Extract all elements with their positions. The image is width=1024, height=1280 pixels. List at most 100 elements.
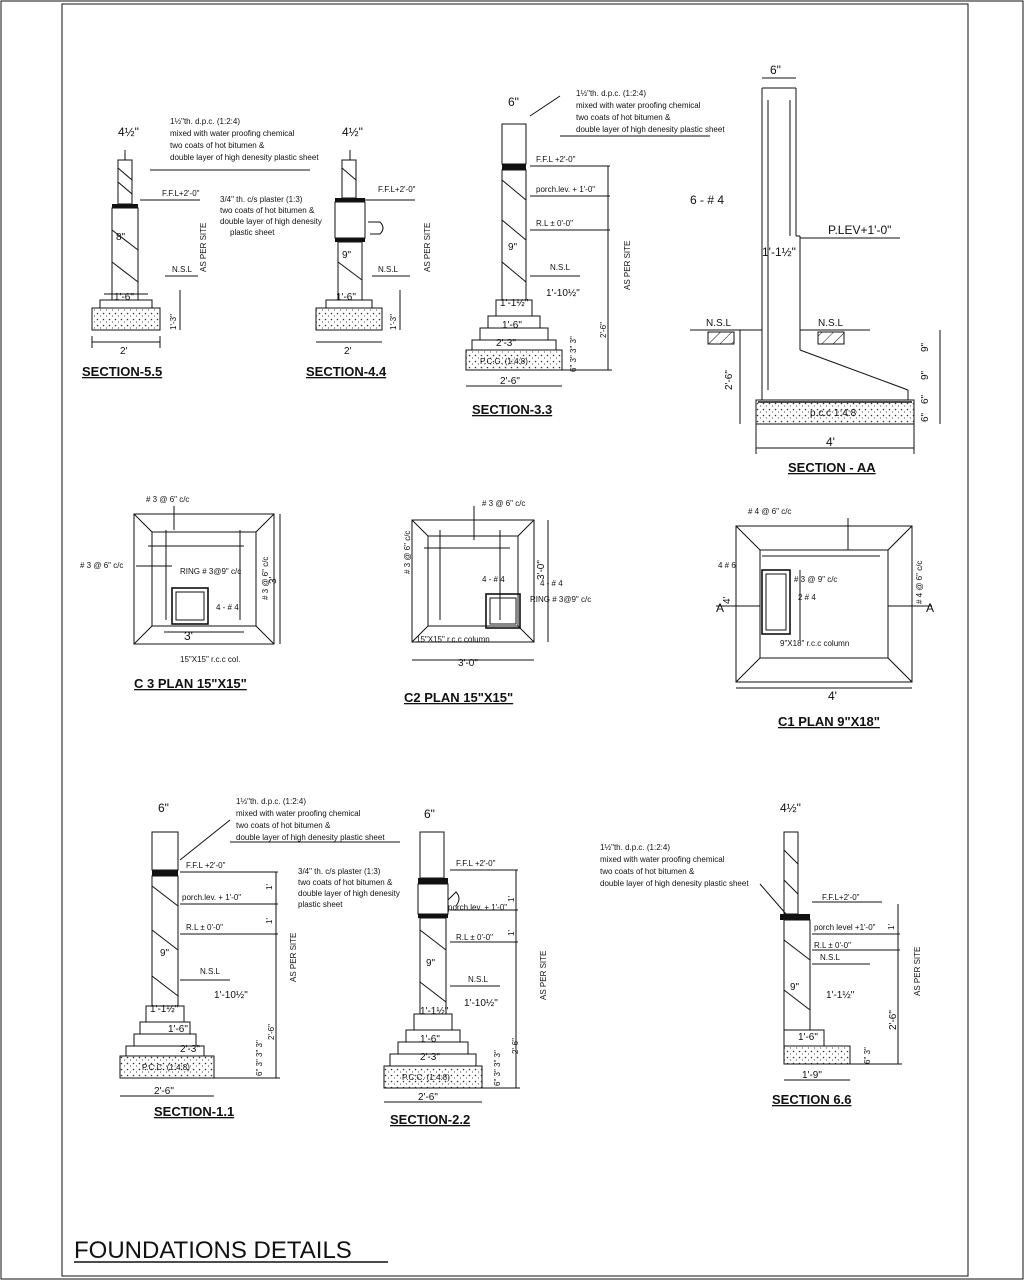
dim-1-b2: 1': [265, 918, 274, 924]
dim-2-6-b: 2'-6": [154, 1086, 174, 1097]
dpc-note-f-2: mixed with water proofing chemical: [600, 855, 725, 864]
c3-bar-left: # 3 @ 6" c/c: [80, 561, 123, 570]
dim-9-c: 9": [160, 948, 170, 959]
dim-1-6-b: 1'-6": [336, 292, 356, 303]
plaster-note-3: double layer of high denesity: [220, 217, 322, 226]
as-per-site-a: AS PER SITE: [199, 223, 208, 272]
bar-6-4: 6 - # 4: [690, 193, 724, 207]
plan-c1: # 4 @ 6" c/c # 4 @ 6" c/c 4 # 6 # 3 @ 9"…: [716, 507, 934, 729]
section-5-5: 4½" F.F.L+2'-0" 8" N.S.L 1'-6" 2' 1'-3" …: [82, 125, 310, 379]
dpc-note-f-4: double layer of high denesity plastic sh…: [600, 879, 749, 888]
section-4-4: 4½" F.F.L+2'-0" 9" N.S.L 1'-6" 2' 1'-3" …: [220, 125, 432, 379]
porch-label-b: porch.lev. + 1'-0": [182, 893, 241, 902]
porch-label-c: porch.lev. + 1'-0": [448, 903, 507, 912]
dim-9-e: 9": [790, 982, 800, 993]
dim-6-aa2: 6": [920, 412, 931, 422]
c1-bar3-9: # 3 @ 9" c/c: [794, 575, 837, 584]
rl-label-d: R.L ± 0'-0": [814, 941, 851, 950]
dim-6-aa: 6": [770, 63, 781, 77]
dpc-note-f-1: 1½"th. d.p.c. (1:2:4): [600, 843, 670, 852]
dim-1-1h-aa: 1'-1½": [762, 245, 796, 259]
dpc-note-c-3: two coats of hot bitumen &: [576, 113, 671, 122]
dim-1-6-c: 1'-6": [502, 320, 522, 331]
nsl-label-d: N.S.L: [200, 967, 221, 976]
dim-1-9: 1'-9": [802, 1070, 822, 1081]
c3-ring: RING # 3@9" c/c: [180, 567, 241, 576]
nsl-label-e: N.S.L: [468, 975, 489, 984]
plaster-note-e-2: two coats of hot bitumen &: [298, 878, 393, 887]
c1-dim-4: 4': [828, 689, 837, 703]
dim-1-1h-a: 1'-1½": [500, 298, 529, 309]
nsl-label-b: N.S.L: [378, 265, 399, 274]
section-4-4-title: SECTION-4.4: [306, 364, 387, 379]
dim-6333-b: 6" 3" 3" 3": [255, 1040, 264, 1076]
c3-bar-right: # 3 @ 6" c/c: [261, 557, 270, 600]
dim-1-f: 1': [887, 924, 896, 930]
dim-1-1h-b: 1'-1½": [150, 1004, 179, 1015]
dim-2-6-v-a: 2'-6": [599, 322, 608, 338]
dim-2-6-v-f: 2'-6": [888, 1010, 899, 1030]
c3-dim-3-v: 3': [268, 576, 279, 584]
pcc-label-c: P.C.C. (1:4:8): [402, 1073, 450, 1082]
c1-bar-top: # 4 @ 6" c/c: [748, 507, 791, 516]
porch-level-label: porch level +1'-0": [814, 923, 876, 932]
dim-633-f: 6" 3": [863, 1047, 872, 1064]
dpc-note-line-1: 1½"th. d.p.c. (1:2:4): [170, 117, 240, 126]
rl-label-a: R.L ± 0'-0": [536, 219, 573, 228]
dim-9-d: 9": [426, 958, 436, 969]
c1-dim-4-v: 4': [722, 596, 733, 604]
porch-label-a: porch.lev. + 1'-0": [536, 185, 595, 194]
dpc-note-line-2: mixed with water proofing chemical: [170, 129, 295, 138]
dpc-note-d-1: 1½"th. d.p.c. (1:2:4): [236, 797, 306, 806]
c3-four4: 4 - # 4: [216, 603, 239, 612]
section-6-6: 4½" F.F.L+2'-0" porch level +1'-0" R.L ±…: [600, 801, 922, 1107]
dpc-note-d-4: double layer of high denesity plastic sh…: [236, 833, 385, 842]
ffl-label-b: F.F.L+2'-0": [378, 185, 416, 194]
c1-bar-right: # 4 @ 6" c/c: [915, 561, 924, 604]
dim-1-6-d: 1'-6": [168, 1024, 188, 1035]
pcc-label-b: P.C.C. (1:4:8): [142, 1063, 190, 1072]
ffl-label-d: F.F.L +2'-0": [186, 861, 226, 870]
dim-6333-a: 6" 3" 3" 3": [569, 336, 578, 372]
c3-dim-3: 3': [184, 629, 193, 643]
c1-title: C1 PLAN 9"X18": [778, 714, 880, 729]
dim-2-3-b: 2'-3": [180, 1044, 200, 1055]
c2-col: 15"X15" r.c.c column: [416, 635, 490, 644]
dim-4-aa: 4': [826, 435, 835, 449]
section-3-3-title: SECTION-3.3: [472, 402, 552, 417]
rl-label-b: R.L ± 0'-0": [186, 923, 223, 932]
c2-four4: 4 - # 4: [482, 575, 505, 584]
section-2-2-title: SECTION-2.2: [390, 1112, 470, 1127]
dim-1-3-a: 1'-3": [169, 314, 178, 330]
dim-6-a: 6": [508, 95, 519, 109]
dim-8: 8": [116, 232, 126, 243]
dim-9-aa1: 9": [920, 342, 931, 352]
nsl-label-aa1: N.S.L: [706, 318, 731, 329]
dim-1-1h-c: 1'-1½": [420, 1006, 449, 1017]
c3-title: C 3 PLAN 15"X15": [134, 676, 247, 691]
c2-bar-top: # 3 @ 6" c/c: [482, 499, 525, 508]
rl-label-c: R.L ± 0'-0": [456, 933, 493, 942]
nsl-label-c: N.S.L: [550, 263, 571, 272]
dim-1-6-a: 1'-6": [114, 292, 134, 303]
dpc-note-c-4: double layer of high denesity plastic sh…: [576, 125, 725, 134]
as-per-site-e: AS PER SITE: [539, 951, 548, 1000]
section-6-6-title: SECTION 6.6: [772, 1092, 851, 1107]
dim-1-6-f: 1'-6": [798, 1032, 818, 1043]
c1-two4: 2 # 4: [798, 593, 816, 602]
section-5-5-title: SECTION-5.5: [82, 364, 162, 379]
inner-border: [61, 3, 969, 1277]
as-per-site-f: AS PER SITE: [913, 947, 922, 996]
ffl-label-c: F.F.L +2'-0": [536, 155, 576, 164]
dim-1-c1: 1': [507, 896, 516, 902]
c1-cut-a-left: A: [716, 601, 724, 615]
section-3-3: 6" F.F.L +2'-0" porch.lev. + 1'-0" R.L ±…: [465, 89, 725, 417]
nsl-label-a: N.S.L: [172, 265, 193, 274]
nsl-label-aa2: N.S.L: [818, 318, 843, 329]
dim-6-b: 6": [158, 801, 169, 815]
pcc-label-aa: p.c.c 1:4:8: [810, 408, 857, 419]
c2-dim-3-0: 3'-0": [458, 658, 478, 669]
plan-c2: # 3 @ 6" c/c # 3 @ 6" c/c 4 - # 4 4 - # …: [403, 499, 591, 705]
